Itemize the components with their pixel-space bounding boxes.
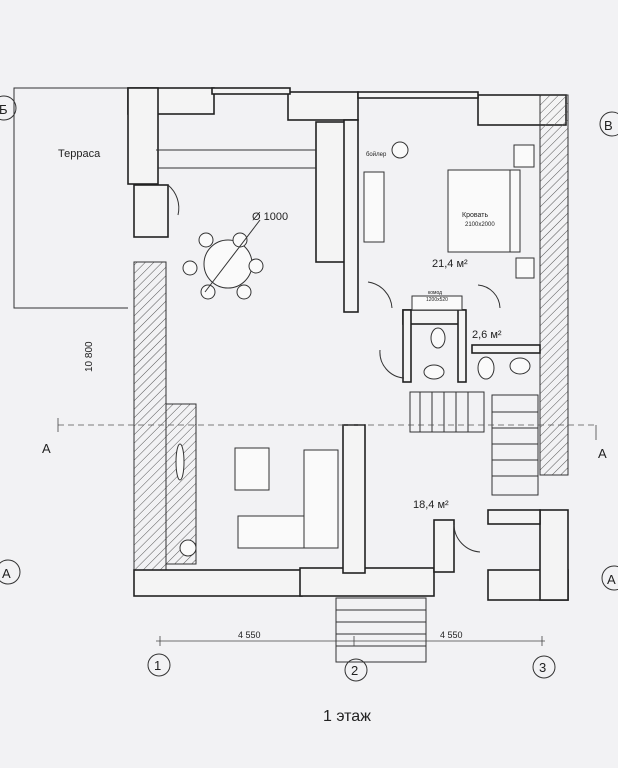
bath-counter	[411, 295, 463, 311]
axis-number-3: 3	[539, 660, 546, 675]
axis-letter-v: В	[604, 118, 613, 133]
axis-letter-b: Б	[0, 102, 8, 117]
axis-bubble-2	[344, 658, 368, 682]
bed	[447, 169, 521, 253]
bed-label: Кровать	[462, 212, 488, 219]
axis-bubble-v	[599, 111, 618, 137]
axis-letter-a-right: А	[607, 572, 616, 587]
hall-area-label: 18,4 м²	[413, 499, 449, 511]
axis-bubble-a-right	[601, 565, 618, 591]
entrance-steps	[335, 597, 427, 663]
door-swings	[167, 184, 501, 553]
dim-label-right: 4 550	[440, 630, 463, 640]
axis-bubble-a-left	[0, 559, 21, 585]
sink-icon-2	[509, 357, 531, 375]
outer-walls	[127, 87, 569, 601]
sink-size-label: 1200х520	[426, 297, 448, 303]
section-mark-left: A	[42, 441, 51, 456]
coffee-table	[234, 447, 270, 491]
inner-walls	[156, 119, 541, 574]
dining-table	[182, 219, 264, 300]
plant-icon	[179, 539, 197, 557]
nightstand	[513, 144, 535, 168]
bath-area-label: 2,6 м²	[472, 329, 502, 341]
sink-icon	[423, 364, 445, 380]
overall-dimension-label: 10 800	[84, 341, 95, 372]
section-mark-right: A	[598, 446, 607, 461]
boiler-icon	[391, 141, 409, 159]
toilet-icon-2	[477, 356, 495, 380]
terrace-outline	[13, 87, 128, 309]
table-diameter-label: Ø 1000	[252, 211, 288, 223]
axis-bubble-b	[0, 95, 17, 121]
toilet-icon	[430, 327, 446, 349]
sofa-side	[303, 449, 339, 549]
axis-bubble-3	[532, 655, 556, 679]
axis-number-1: 1	[154, 658, 161, 673]
plan-title: 1 этаж	[323, 708, 371, 725]
bed-size-label: 2100х2000	[465, 222, 495, 228]
boiler-label: бойлер	[366, 151, 387, 158]
nightstand-2	[515, 257, 535, 279]
terrace-label: Терраса	[58, 148, 101, 160]
fireplace-icon	[175, 443, 185, 481]
sink-label: комод	[428, 290, 442, 296]
stairs	[409, 391, 539, 496]
bedroom-area-label: 21,4 м²	[432, 258, 468, 270]
wardrobe	[363, 171, 385, 243]
axis-number-2: 2	[351, 663, 358, 678]
axis-letter-a-left: А	[2, 566, 11, 581]
dim-label-left: 4 550	[238, 630, 261, 640]
axis-bubble-1	[147, 653, 171, 677]
